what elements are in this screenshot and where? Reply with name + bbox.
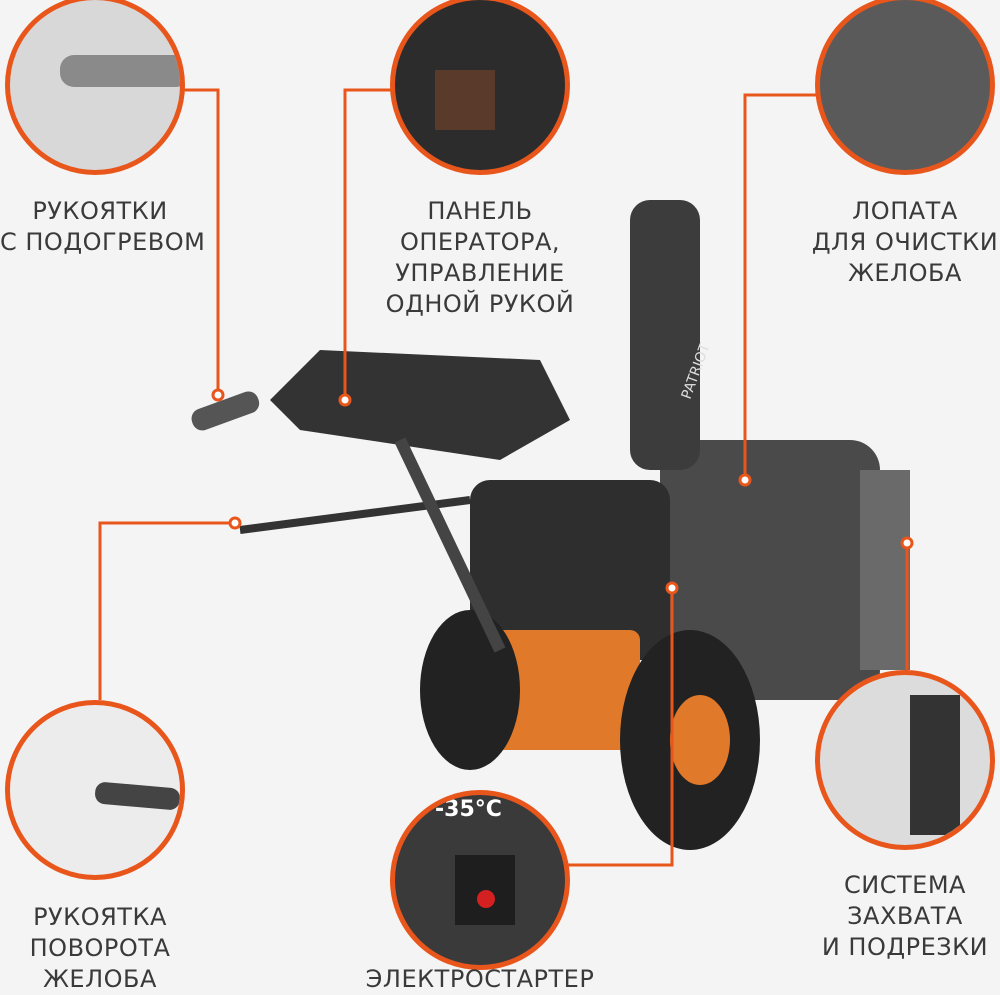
heated-grips-detail-image (5, 0, 185, 175)
label-electric-starter: ЭЛЕКТРОСТАРТЕР (365, 965, 595, 993)
temperature-badge: -35°C (435, 797, 502, 822)
chute-handle-detail-image (5, 700, 185, 880)
label-operator-panel: ПАНЕЛЬ ОПЕРАТОРА, УПРАВЛЕНИЕ ОДНОЙ РУКОЙ (385, 197, 575, 318)
label-chute-shovel: ЛОПАТА ДЛЯ ОЧИСТКИ ЖЕЛОБА (811, 197, 999, 287)
capture-system-detail-image (815, 670, 995, 850)
electric-starter-detail-image: -35°C (390, 790, 570, 970)
operator-panel-detail-image (390, 0, 570, 175)
chute-shovel-detail-image (815, 0, 995, 175)
label-capture-system: СИСТЕМА ЗАХВАТА И ПОДРЕЗКИ (821, 871, 989, 961)
label-heated-grips: РУКОЯТКИ С ПОДОГРЕВОМ (0, 197, 206, 256)
label-chute-handle: РУКОЯТКА ПОВОРОТА ЖЕЛОБА (29, 903, 171, 993)
